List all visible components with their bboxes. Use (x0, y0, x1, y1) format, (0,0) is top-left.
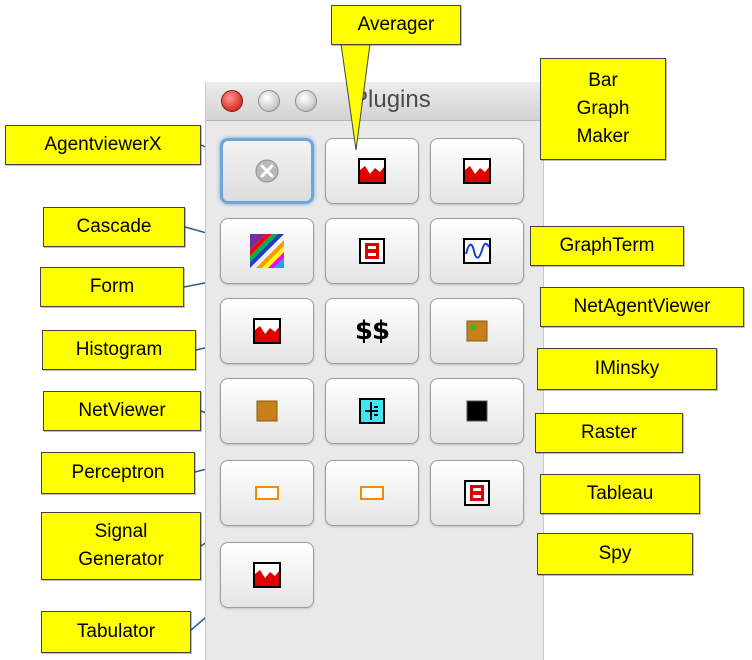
callout-iminsky: IMinsky (537, 348, 717, 390)
callout-cascade: Cascade (43, 207, 185, 247)
netagentviewer-button[interactable] (430, 298, 524, 364)
callout-bar-graph-maker: Bar Graph Maker (540, 58, 666, 160)
grey-x-icon (255, 159, 279, 183)
callout-netagentviewer: NetAgentViewer (540, 287, 744, 327)
averager-button[interactable] (325, 138, 419, 204)
bar-graph-maker-button[interactable] (430, 138, 524, 204)
tableau-button[interactable] (430, 460, 524, 526)
dollar-icon: $$ (354, 316, 390, 346)
form-icon (464, 480, 490, 506)
wave-icon (463, 238, 491, 264)
callout-averager: Averager (331, 5, 461, 45)
callout-tabulator: Tabulator (41, 611, 191, 653)
orange-rect-outline-icon (255, 486, 279, 500)
signal-generator-button[interactable] (220, 460, 314, 526)
tabulator-button[interactable] (220, 542, 314, 608)
form-icon (359, 238, 385, 264)
window-title: Plugins (352, 86, 431, 113)
red-area-chart-icon (253, 318, 281, 344)
netviewer-button[interactable] (220, 378, 314, 444)
cascade-stripes-icon (250, 234, 284, 268)
red-area-chart-icon (463, 158, 491, 184)
spy-button[interactable] (325, 460, 419, 526)
callout-signal-generator: Signal Generator (41, 512, 201, 580)
orange-square-green-dot-icon (466, 320, 488, 342)
red-area-chart-icon (253, 562, 281, 588)
callout-agentviewerx: AgentviewerX (5, 125, 201, 165)
agentviewerx-button[interactable] (220, 138, 314, 204)
form-button[interactable] (325, 218, 419, 284)
minimize-window-icon[interactable] (258, 90, 280, 112)
callout-form: Form (40, 267, 184, 307)
window-titlebar[interactable]: Plugins (206, 82, 543, 121)
orange-rect-outline-icon (360, 486, 384, 500)
perceptron-icon (359, 398, 385, 424)
graphterm-button[interactable] (430, 218, 524, 284)
perceptron-button[interactable] (325, 378, 419, 444)
red-area-chart-icon (358, 158, 386, 184)
callout-netviewer: NetViewer (43, 391, 201, 431)
orange-square-icon (256, 400, 278, 422)
iminsky-button[interactable]: $$ (325, 298, 419, 364)
cascade-button[interactable] (220, 218, 314, 284)
close-window-icon[interactable] (221, 90, 243, 112)
callout-raster: Raster (535, 413, 683, 453)
callout-perceptron: Perceptron (41, 452, 195, 494)
callout-histogram: Histogram (42, 330, 196, 370)
callout-spy: Spy (537, 533, 693, 575)
black-square-icon (466, 400, 488, 422)
callout-tableau: Tableau (540, 474, 700, 514)
zoom-window-icon[interactable] (295, 90, 317, 112)
raster-button[interactable] (430, 378, 524, 444)
histogram-button[interactable] (220, 298, 314, 364)
callout-graphterm: GraphTerm (530, 226, 684, 266)
